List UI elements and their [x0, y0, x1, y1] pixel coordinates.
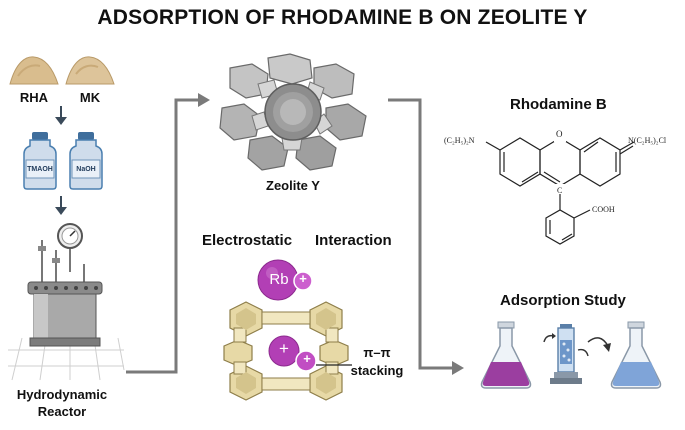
adsorption-column: [543, 324, 589, 384]
process-arrow-icon: [587, 337, 611, 352]
cation-in-cage: [268, 335, 317, 372]
rhodamine-right-amine: N(C₂H₅)₂Cl: [628, 136, 667, 145]
naoh-bottle: [69, 132, 103, 190]
zeolite-y-label: Zeolite Y: [266, 178, 320, 193]
naoh-label: NaOH: [76, 166, 96, 173]
rhodamine-b-structure: [485, 128, 635, 245]
tmaoh-label: TMAOH: [27, 166, 53, 173]
cage-charge-symbol: +: [279, 339, 289, 358]
page-title: ADSORPTION OF RHODAMINE B ON ZEOLITE Y: [97, 6, 588, 29]
electrostatic-label: Electrostatic: [202, 232, 293, 249]
treated-water-flask: [610, 321, 662, 389]
reactor-label-line2: Reactor: [37, 404, 87, 419]
interaction-label: Interaction: [315, 232, 392, 249]
rhodamine-ring-oxygen: O: [556, 129, 563, 139]
rhodamine-acid-group: COOH: [592, 205, 615, 214]
down-arrow-icon: [55, 106, 67, 125]
rha-label: RHA: [19, 90, 49, 105]
hydrodynamic-reactor: [8, 223, 125, 381]
rb-charge-symbol: +: [299, 271, 307, 286]
mk-powder-pile: [65, 56, 115, 85]
pi-stacking-label-line1: π–π: [363, 345, 391, 360]
rhodamine-title: Rhodamine B: [510, 96, 607, 113]
mk-label: MK: [79, 90, 101, 105]
down-arrow-icon: [55, 196, 67, 215]
pi-stacking-pointer: [316, 364, 352, 366]
cage-charge-symbol: +: [303, 351, 311, 366]
tmaoh-bottle: [23, 132, 57, 190]
rha-powder-pile: [9, 56, 59, 85]
adsorption-study-title: Adsorption Study: [500, 292, 626, 309]
pi-stacking-label-line2: stacking: [350, 363, 404, 378]
rb-label: Rb: [269, 271, 289, 288]
zeolite-y-framework: [219, 53, 367, 171]
reactor-label-line1: Hydrodynamic: [16, 387, 108, 402]
rhodamine-center-carbon: C: [557, 186, 563, 195]
rb-cation-sphere: [257, 259, 313, 301]
purple-dye-flask: [480, 321, 532, 389]
rhodamine-left-amine: (C₂H₅)₂N: [444, 136, 475, 145]
zeolite-cage-lattice: [223, 301, 349, 401]
